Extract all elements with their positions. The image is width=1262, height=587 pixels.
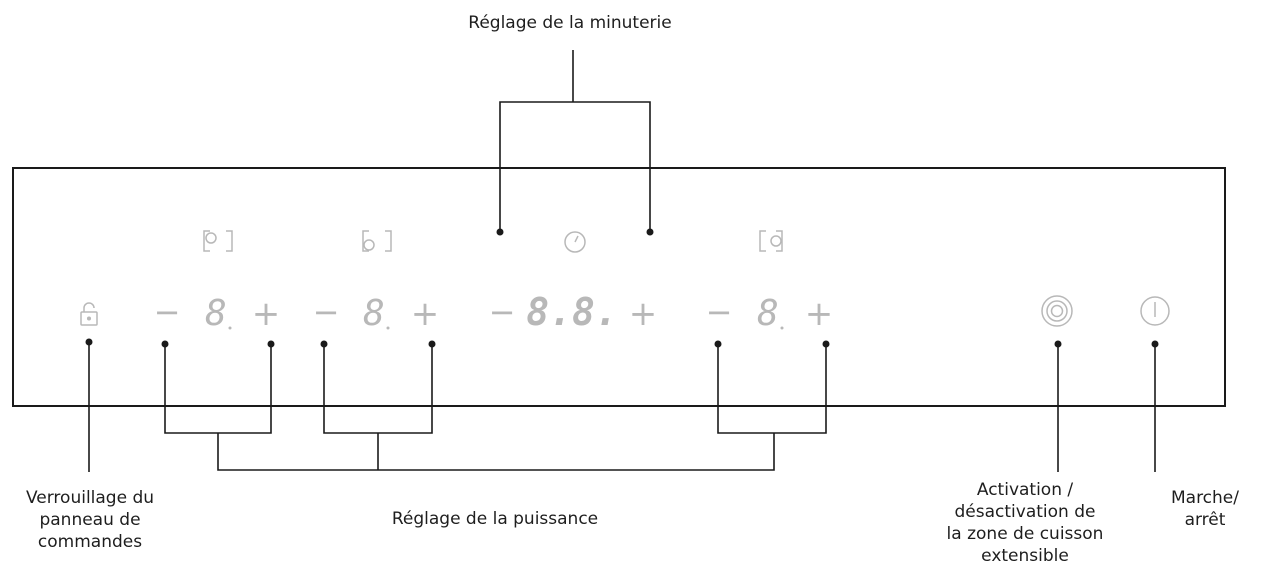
leader-dot xyxy=(428,340,436,348)
panel-lock-label: Verrouillage du panneau de commandes xyxy=(25,488,155,552)
clock-icon xyxy=(564,231,586,253)
display-dot xyxy=(228,326,232,330)
leader-dot xyxy=(85,338,93,346)
zone-1-plus-button[interactable]: + xyxy=(252,294,281,334)
timer-bracket xyxy=(499,101,651,232)
display-dot xyxy=(386,326,390,330)
padlock-icon[interactable] xyxy=(80,302,98,326)
extended-zone-label: Activation / désactivation de la zone de… xyxy=(946,480,1104,566)
zone-2-display: 8 xyxy=(363,293,385,334)
zone-3-minus-button[interactable]: − xyxy=(706,293,733,331)
leader-dot xyxy=(1151,340,1159,348)
power-bracket xyxy=(217,433,775,471)
zone-front-left-icon xyxy=(362,230,392,252)
power-setting-label: Réglage de la puissance xyxy=(391,509,599,529)
zone-3-plus-button[interactable]: + xyxy=(805,294,834,334)
zone-rear-left-icon xyxy=(203,230,233,252)
zone-1-display: 8 xyxy=(205,293,227,334)
timer-setting-label: Réglage de la minuterie xyxy=(468,13,672,33)
timer-display: 8.8. xyxy=(526,290,618,334)
leader-dot xyxy=(1054,340,1062,348)
leader-dot xyxy=(822,340,830,348)
leader-dot xyxy=(161,340,169,348)
leader-dots xyxy=(85,228,1159,348)
leader-dot xyxy=(714,340,722,348)
control-panel-outline xyxy=(12,167,1226,407)
concentric-circles-icon[interactable] xyxy=(1041,295,1073,327)
zone-3-bracket xyxy=(717,344,827,434)
on-off-label: Marche/ arrêt xyxy=(1170,488,1239,530)
zone-right-icon xyxy=(759,230,783,252)
leader-dot xyxy=(267,340,275,348)
leader-lines xyxy=(88,50,1156,472)
timer-plus-button[interactable]: + xyxy=(629,294,658,334)
power-icon[interactable] xyxy=(1140,296,1170,326)
zone-2-plus-button[interactable]: + xyxy=(411,294,440,334)
zone-1-minus-button[interactable]: − xyxy=(154,293,181,331)
leader-dot xyxy=(496,228,504,236)
leader-dot xyxy=(320,340,328,348)
timer-minus-button[interactable]: − xyxy=(489,293,516,331)
zone-3-display: 8 xyxy=(757,293,779,334)
display-dot xyxy=(780,326,784,330)
zone-2-minus-button[interactable]: − xyxy=(313,293,340,331)
leader-dot xyxy=(646,228,654,236)
